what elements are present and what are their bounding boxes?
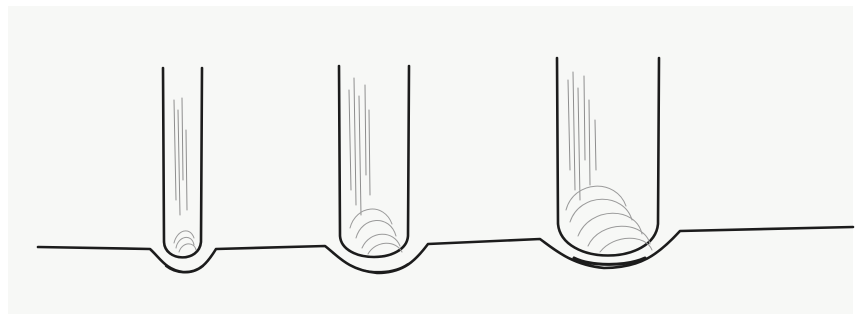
paper-background bbox=[8, 6, 853, 314]
